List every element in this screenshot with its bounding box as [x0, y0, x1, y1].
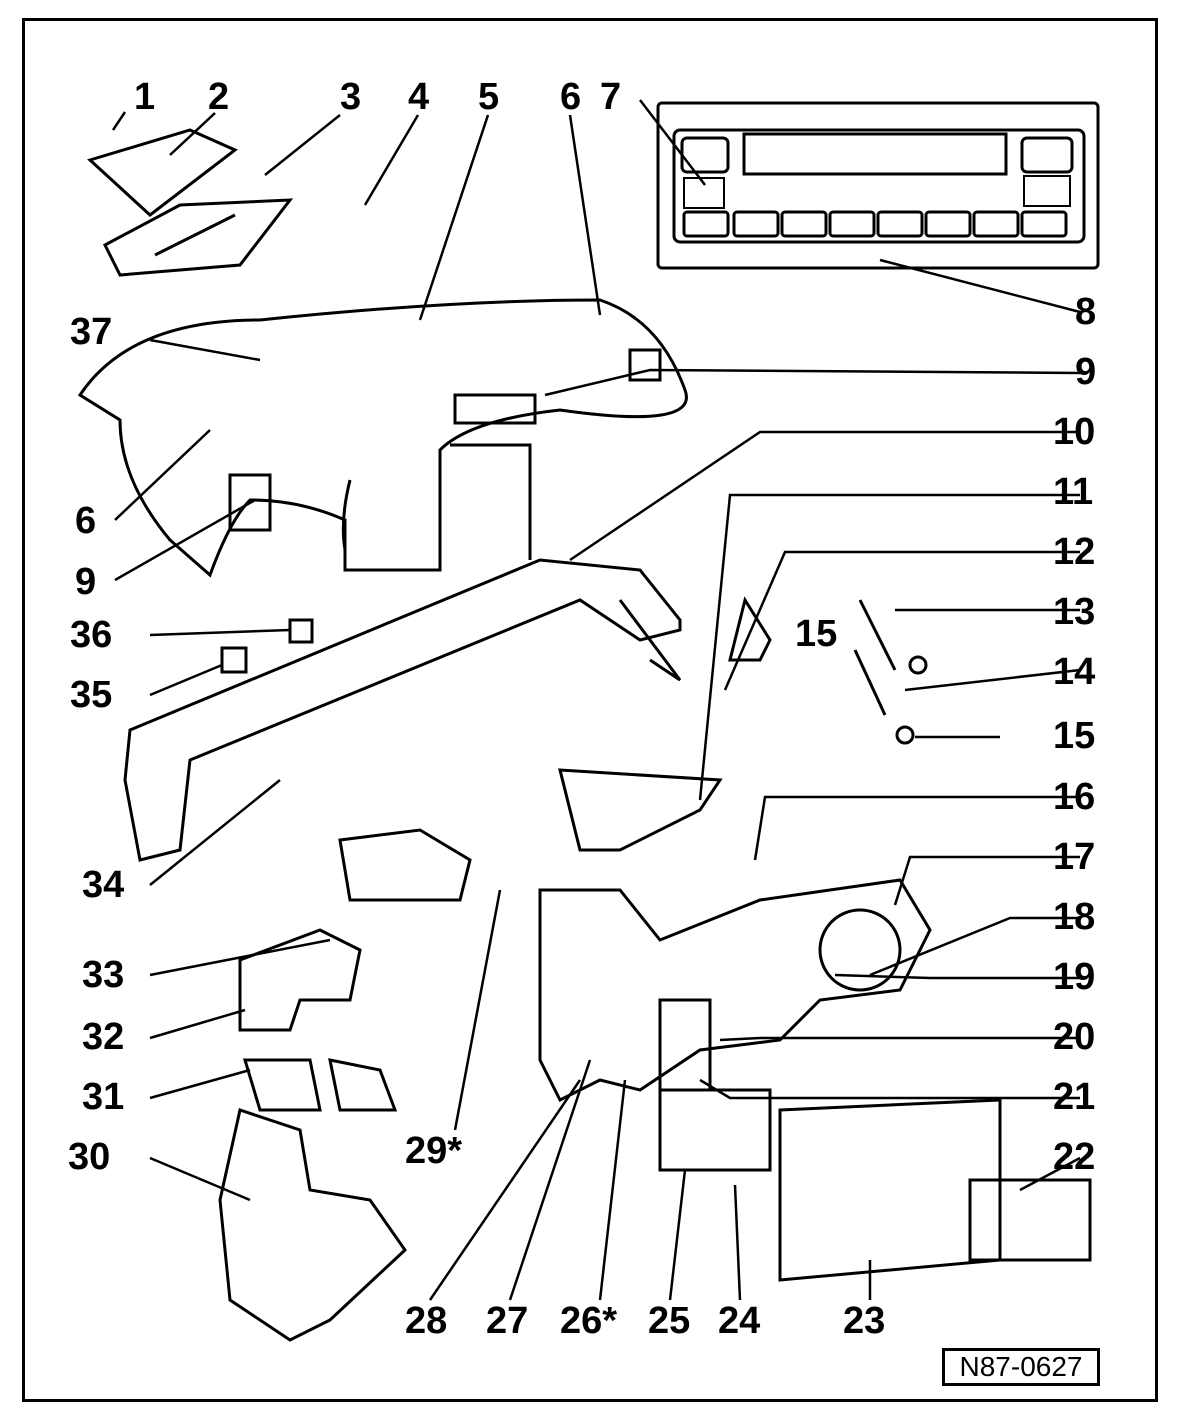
climate-control-panel: [656, 101, 1100, 270]
callout-23: 23: [843, 1300, 886, 1342]
callout-32: 32: [82, 1016, 125, 1058]
callout-6-left: 6: [75, 500, 97, 542]
callout-29: 29*: [405, 1130, 463, 1172]
callout-14: 14: [1053, 651, 1096, 693]
callout-10: 10: [1053, 411, 1096, 453]
callout-13: 13: [1053, 591, 1096, 633]
callout-19: 19: [1053, 956, 1096, 998]
air-ducts: [218, 828, 472, 1342]
callout-11: 11: [1053, 471, 1094, 513]
callout-1: 1: [134, 76, 156, 118]
callout-17: 17: [1053, 836, 1096, 878]
callout-21: 21: [1053, 1076, 1096, 1118]
callout-28: 28: [405, 1300, 448, 1342]
callout-22: 22: [1053, 1136, 1096, 1178]
callout-8: 8: [1075, 291, 1097, 333]
leader-lines: [111, 99, 1081, 1301]
drawing-code: N87-0627: [942, 1348, 1100, 1386]
callout-9-left: 9: [75, 561, 97, 603]
callout-2: 2: [208, 76, 230, 118]
callout-15-lower: 15: [1053, 715, 1096, 757]
callout-15-upper: 15: [795, 613, 838, 655]
dashboard-panel: [77, 298, 688, 578]
callout-16: 16: [1053, 776, 1096, 818]
callout-35: 35: [70, 674, 113, 716]
callout-31: 31: [82, 1076, 125, 1118]
centre-console-trim: [658, 1088, 1092, 1282]
callout-3: 3: [340, 76, 362, 118]
callout-33: 33: [82, 954, 125, 996]
glove-lid-parts: [87, 128, 294, 277]
callout-6-top: 6: [560, 76, 582, 118]
diagram-frame: [22, 18, 1158, 1402]
callout-4: 4: [408, 76, 430, 118]
callout-27: 27: [486, 1300, 529, 1342]
callout-30: 30: [68, 1136, 111, 1178]
callout-5: 5: [478, 76, 500, 118]
callout-18: 18: [1053, 896, 1096, 938]
heater-blower-assembly: [538, 768, 932, 1103]
callout-7: 7: [600, 76, 622, 118]
callout-37: 37: [70, 311, 113, 353]
callout-34: 34: [82, 864, 125, 906]
callout-25: 25: [648, 1300, 691, 1342]
callout-12: 12: [1053, 531, 1096, 573]
callout-20: 20: [1053, 1016, 1096, 1058]
callout-9-right: 9: [1075, 351, 1097, 393]
cross-member: [123, 558, 682, 862]
callout-36: 36: [70, 614, 113, 656]
callout-24: 24: [718, 1300, 761, 1342]
callout-26: 26*: [560, 1300, 618, 1342]
